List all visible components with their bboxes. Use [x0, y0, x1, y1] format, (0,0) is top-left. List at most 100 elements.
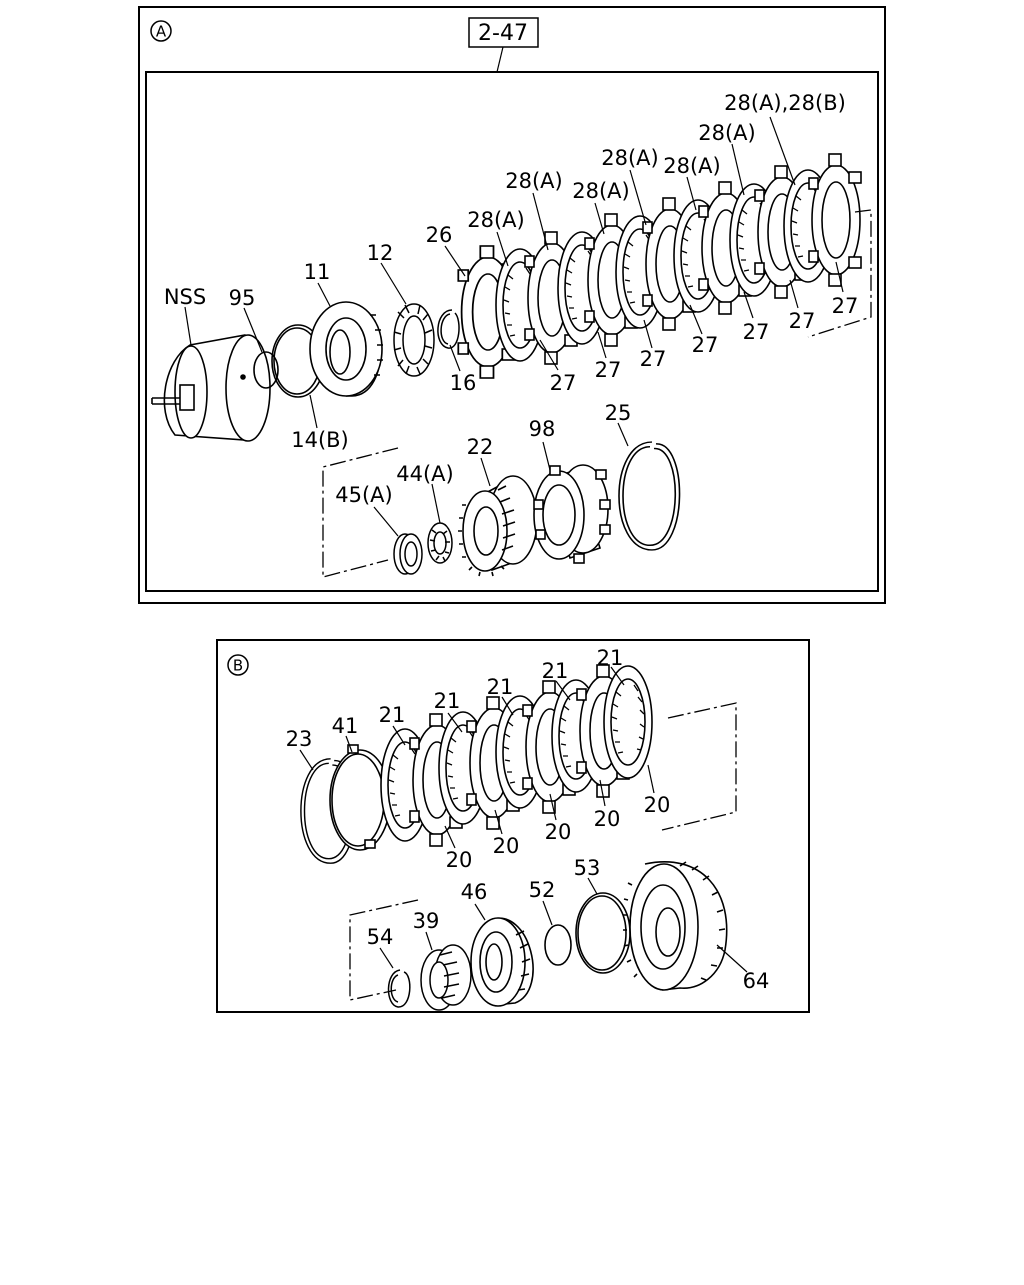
seal-ring-53	[575, 892, 631, 974]
leader-95	[243, 307, 263, 353]
o-ring-95	[253, 351, 279, 389]
label-23: 23	[286, 727, 313, 751]
label-52: 52	[529, 878, 556, 902]
panel-a: A 2-47 NSS 95 14(B)	[138, 6, 886, 604]
leader-44a	[431, 483, 441, 524]
label-21-2: 21	[434, 689, 461, 713]
label-28a-28b: 28(A),28(B)	[724, 91, 846, 115]
label-14b: 14(B)	[291, 428, 349, 452]
leader-16	[449, 344, 461, 372]
label-64: 64	[743, 969, 770, 993]
label-27-7: 27	[832, 294, 859, 318]
label-20-4: 20	[594, 807, 621, 831]
bracket-subassembly-a	[322, 447, 399, 578]
label-28a-3: 28(A)	[572, 179, 629, 203]
leader-52	[542, 900, 553, 926]
leader-98	[542, 441, 551, 471]
label-28a-6: 28(A)	[698, 121, 755, 145]
label-95: 95	[229, 286, 256, 310]
drum-assembly-nss	[151, 334, 271, 442]
label-27-6: 27	[789, 309, 816, 333]
leader-12	[380, 262, 407, 305]
label-12: 12	[367, 241, 394, 265]
label-27-5: 27	[743, 320, 770, 344]
leader-54	[379, 947, 394, 969]
label-20-1: 20	[446, 848, 473, 872]
callouts-28a	[496, 116, 796, 267]
leader-11	[317, 282, 331, 307]
label-11: 11	[304, 260, 331, 284]
label-21-3: 21	[487, 675, 514, 699]
reference-box	[468, 17, 539, 48]
label-25: 25	[605, 401, 632, 425]
callouts-20	[444, 764, 655, 849]
label-28a-5: 28(A)	[663, 154, 720, 178]
leader-46	[474, 903, 486, 921]
thrust-bearing-44a	[427, 522, 453, 564]
bracket-clutch-pack-b	[661, 702, 737, 831]
piston-11	[309, 301, 383, 397]
bracket-subassembly-b	[349, 899, 419, 1001]
spring-assembly-39	[420, 944, 472, 1011]
piston-46	[470, 917, 534, 1007]
label-28a-4: 28(A)	[601, 146, 658, 170]
label-21-1: 21	[379, 703, 406, 727]
panel-a-letter-circle	[150, 20, 172, 42]
callouts-21	[392, 666, 625, 746]
reference-number: 2-47	[478, 21, 528, 46]
leader-23	[299, 749, 314, 771]
label-20-2: 20	[493, 834, 520, 858]
label-54: 54	[367, 925, 394, 949]
label-21-4: 21	[542, 659, 569, 683]
label-21-5: 21	[597, 646, 624, 670]
drum-64	[623, 861, 728, 991]
gear-hub-22	[458, 475, 538, 577]
snap-ring-25	[618, 441, 681, 551]
label-53: 53	[574, 856, 601, 880]
label-41: 41	[332, 714, 359, 738]
label-98: 98	[529, 417, 556, 441]
o-ring-52	[544, 924, 572, 966]
panel-b: B 23 41	[216, 639, 810, 1013]
friction-plate-b5	[603, 665, 653, 779]
panel-a-inner-frame	[145, 71, 879, 592]
label-39: 39	[413, 909, 440, 933]
reference-leader	[496, 46, 504, 73]
panel-b-letter: B	[233, 657, 243, 675]
leader-14b	[309, 394, 318, 429]
callouts-27	[539, 261, 844, 371]
label-27-3: 27	[640, 347, 667, 371]
label-nss: NSS	[164, 285, 206, 309]
spring-retainer-12	[393, 303, 435, 377]
leader-39	[425, 931, 433, 951]
label-28a-1: 28(A)	[467, 208, 524, 232]
label-45a: 45(A)	[335, 483, 392, 507]
label-26: 26	[426, 223, 453, 247]
label-27-1: 27	[550, 371, 577, 395]
leader-41	[345, 735, 353, 753]
label-27-2: 27	[595, 358, 622, 382]
leader-53	[587, 877, 598, 895]
leader-45a	[373, 506, 399, 537]
panel-b-frame	[216, 639, 810, 1013]
leader-25	[617, 422, 629, 447]
label-16: 16	[450, 371, 477, 395]
label-44a: 44(A)	[396, 462, 453, 486]
panel-b-letter-circle	[227, 654, 249, 676]
ring-gear-98	[533, 464, 611, 564]
panel-a-letter: A	[156, 23, 167, 41]
backing-plate-41	[329, 744, 391, 851]
leader-64	[716, 944, 748, 973]
snap-ring-54	[387, 969, 411, 1008]
label-20-3: 20	[545, 820, 572, 844]
leader-22	[480, 457, 491, 487]
leader-26	[444, 245, 466, 277]
label-28a-2: 28(A)	[505, 169, 562, 193]
bearing-race-45a	[393, 533, 423, 575]
leader-nss	[184, 306, 192, 346]
label-22: 22	[467, 435, 494, 459]
label-46: 46	[461, 880, 488, 904]
label-27-4: 27	[692, 333, 719, 357]
